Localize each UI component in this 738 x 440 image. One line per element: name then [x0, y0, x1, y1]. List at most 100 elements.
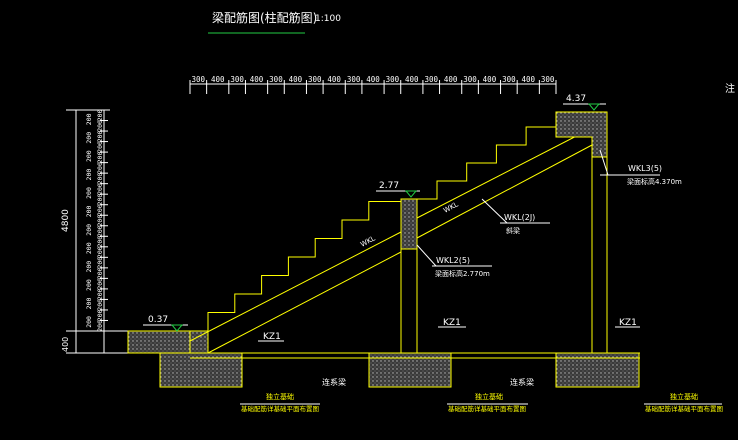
top-dimension-chain: 300 400 300 400 300 400 300 400 300 400 300 400 300 4…: [189, 75, 557, 94]
svg-text:独立基础: 独立基础: [475, 392, 503, 401]
left-dim-label: 200: [96, 267, 104, 279]
left-dim-label: 200: [96, 257, 104, 269]
left-dim-label-outer: 200: [85, 279, 93, 291]
drawing-title: 梁配筋图(柱配筋图): [212, 10, 317, 25]
top-dim-label: 400: [250, 75, 264, 84]
svg-text:4.37: 4.37: [566, 94, 586, 104]
svg-text:独立基础: 独立基础: [266, 392, 294, 401]
top-dim-label: 300: [424, 75, 438, 84]
top-dim-label: 300: [463, 75, 477, 84]
left-dim-label-outer: 200: [85, 169, 93, 181]
stair-soffit-lower-2: [189, 231, 402, 342]
foundation-label-left: 独立基础 基础配筋详基础平面布置图: [240, 392, 320, 413]
beam-wkl2-name: WKL(2J): [504, 213, 535, 222]
elevation-high: 4.37: [563, 94, 606, 111]
slope-label-upper: WKL: [442, 200, 459, 214]
drawing-scale: 1:100: [315, 14, 341, 24]
foundation-label-right: 独立基础 基础配筋详基础平面布置图: [644, 392, 723, 413]
foundation-left: [159, 352, 243, 388]
left-dim-label: 200: [96, 183, 104, 195]
top-dim-label: 400: [289, 75, 303, 84]
top-dim-label: 400: [327, 75, 341, 84]
left-dim-label: 200: [96, 162, 104, 174]
top-dim-label: 300: [230, 75, 244, 84]
stair-steps: [190, 112, 557, 332]
left-dim-label-outer: 200: [85, 150, 93, 162]
stair-soffit-upper-2: [416, 127, 593, 219]
top-dim-label: 400: [483, 75, 497, 84]
top-dim-label: 400: [366, 75, 380, 84]
left-dim-label-outer: 200: [85, 242, 93, 254]
column-label-1: KZ1: [263, 332, 281, 342]
tie-beam-label-2: 连系梁: [510, 377, 534, 387]
left-dim-label-outer: 200: [85, 113, 93, 125]
svg-text:基础配筋详基础平面布置图: 基础配筋详基础平面布置图: [645, 404, 723, 413]
left-bottom-dimension: 400: [61, 337, 70, 352]
top-dim-label: 300: [192, 75, 206, 84]
elevation-low: 0.37: [143, 315, 188, 332]
svg-text:0.37: 0.37: [148, 315, 168, 325]
top-dim-label: 300: [502, 75, 516, 84]
left-dim-label-outer: 200: [85, 261, 93, 273]
top-landing-beam: [555, 111, 608, 158]
top-dim-label: 300: [269, 75, 283, 84]
beam-wkl3-name: WKL3(5): [628, 164, 662, 173]
left-dim-label: 200: [96, 225, 104, 237]
top-dim-label: 400: [521, 75, 535, 84]
bottom-landing: [127, 330, 209, 354]
column-label-3: KZ1: [619, 318, 637, 328]
tie-beam-label-1: 连系梁: [322, 377, 346, 387]
left-dim-label: 200: [96, 120, 104, 132]
top-dim-label: 400: [405, 75, 419, 84]
left-dim-label: 200: [96, 215, 104, 227]
stair-soffit-lower: [207, 251, 402, 354]
beam-wkl2-note: 斜梁: [506, 226, 520, 235]
stair-soffit-upper: [416, 144, 593, 239]
beam-wkl2-5-note: 梁面标高2.770m: [435, 269, 490, 278]
left-dim-label: 200: [96, 194, 104, 206]
left-dim-label-outer: 200: [85, 316, 93, 328]
top-dim-label: 300: [347, 75, 361, 84]
left-total-dimension: 4800: [61, 209, 71, 232]
left-dim-label: 200: [96, 320, 104, 332]
svg-text:独立基础: 独立基础: [670, 392, 698, 401]
left-dim-label: 200: [96, 109, 104, 121]
top-dim-label: 400: [211, 75, 225, 84]
mid-landing-beam: [400, 198, 418, 250]
left-dim-label: 200: [96, 309, 104, 321]
slope-label-lower: WKL: [359, 234, 376, 248]
left-dim-label: 200: [96, 299, 104, 311]
side-note: 注: [725, 82, 735, 95]
left-dimension-chain: 2002002002002002002002002002002002002002…: [66, 109, 128, 354]
left-dim-label: 200: [96, 288, 104, 300]
foundation-right: [555, 352, 640, 388]
beam-wkl3-note: 梁面标高4.370m: [627, 177, 682, 186]
left-dim-label-outer: 200: [85, 187, 93, 199]
left-dim-label-outer: 200: [85, 298, 93, 310]
svg-text:2.77: 2.77: [379, 181, 399, 191]
foundation-label-mid: 独立基础 基础配筋详基础平面布置图: [447, 392, 528, 413]
top-dim-label: 400: [444, 75, 458, 84]
left-dim-label: 200: [96, 173, 104, 185]
left-dim-label: 200: [96, 204, 104, 216]
svg-text:基础配筋详基础平面布置图: 基础配筋详基础平面布置图: [448, 404, 526, 413]
left-dim-label: 200: [96, 236, 104, 248]
beam-wkl2-5-name: WKL2(5): [436, 256, 470, 265]
column-label-2: KZ1: [443, 318, 461, 328]
svg-text:基础配筋详基础平面布置图: 基础配筋详基础平面布置图: [241, 404, 319, 413]
foundation-mid: [368, 352, 452, 388]
top-dim-label: 300: [541, 75, 555, 84]
elevation-mid: 2.77: [376, 181, 420, 198]
left-dim-label: 200: [96, 152, 104, 164]
top-dim-label: 300: [386, 75, 400, 84]
left-dim-label: 200: [96, 278, 104, 290]
top-dim-label: 300: [308, 75, 322, 84]
left-dim-label-outer: 200: [85, 132, 93, 144]
left-dim-label-outer: 200: [85, 224, 93, 236]
left-dim-label: 200: [96, 130, 104, 142]
left-dim-label: 200: [96, 246, 104, 258]
left-dim-label-outer: 200: [85, 205, 93, 217]
left-dim-label: 200: [96, 141, 104, 153]
